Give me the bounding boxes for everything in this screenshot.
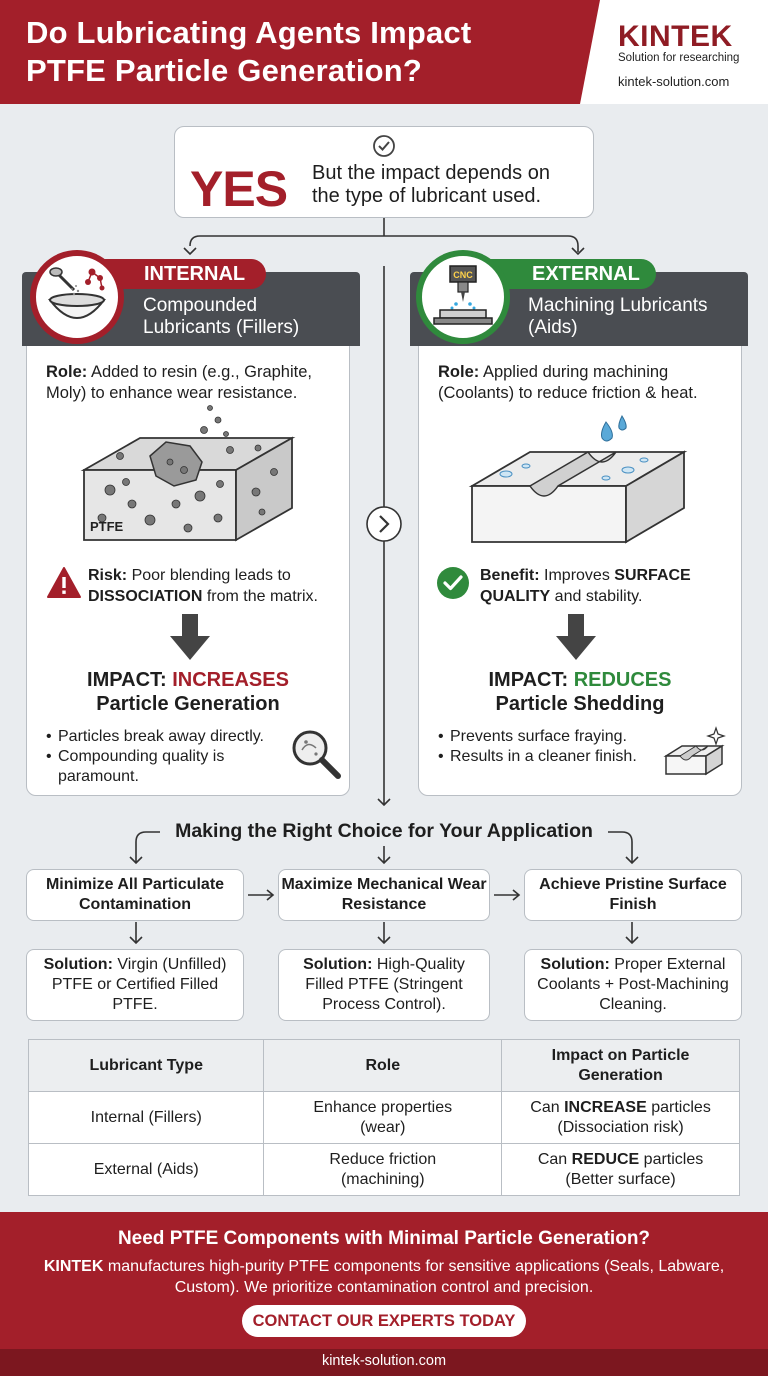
footer-url-link[interactable]: kintek-solution.com — [321, 1353, 447, 1369]
warning-icon — [47, 567, 81, 598]
internal-badge — [30, 250, 124, 344]
table-header: Impact on Particle Generation — [501, 1039, 740, 1092]
internal-role: Role: Added to resin (e.g., Graphite, Mo… — [46, 363, 312, 402]
table-row: External (Aids) Reduce friction (machini… — [27, 1143, 740, 1196]
solution-1: Solution: Virgin (Unfilled) PTFE or Cert… — [26, 949, 244, 1021]
footer-text: KINTEK manufactures high-purity PTFE com… — [43, 1258, 725, 1296]
external-bullets: Prevents surface fraying. Results in a c… — [438, 727, 688, 767]
down-arrow-icon — [170, 614, 210, 660]
mixing-bowl-icon — [47, 267, 107, 319]
logo-tagline: Solution for researching — [618, 52, 740, 64]
external-benefit: Benefit: Improves SURFACE QUALITY and st… — [480, 567, 691, 605]
down-arrow-icon — [556, 614, 596, 660]
logo-panel — [580, 0, 768, 104]
answer-yes: YES — [190, 161, 288, 217]
list-item: Particles break away directly. — [46, 727, 296, 747]
external-badge: CNC — [416, 250, 510, 344]
list-item: Prevents surface fraying. — [438, 727, 688, 747]
external-panel — [418, 300, 742, 796]
header-url-link[interactable]: kintek-solution.com — [618, 74, 730, 89]
table-cell: Can INCREASE particles (Dissociation ris… — [501, 1091, 740, 1144]
table-cell: Internal (Fillers) — [27, 1091, 265, 1144]
footer-title: Need PTFE Components with Minimal Partic… — [117, 1228, 651, 1249]
ptfe-label: PTFE — [90, 519, 124, 534]
footer-bar — [0, 1349, 768, 1376]
external-impact: IMPACT: REDUCES Particle Shedding — [488, 669, 672, 715]
table-header-row: Lubricant Type Role Impact on Particle G… — [27, 1039, 740, 1092]
solution-3: Solution: Proper External Coolants + Pos… — [524, 949, 742, 1021]
choice-title: Making the Right Choice for Your Applica… — [175, 820, 593, 842]
comparison-table: Lubricant Type Role Impact on Particle G… — [27, 1039, 740, 1196]
goal-minimize-contamination: Minimize All Particulate Contamination — [26, 869, 244, 921]
footer-banner — [0, 1212, 768, 1376]
goal-maximize-wear-resistance: Maximize Mechanical Wear Resistance — [278, 869, 490, 921]
list-item: Results in a cleaner finish. — [438, 747, 688, 767]
cnc-label: CNC — [453, 270, 473, 280]
table-cell: Enhance properties (wear) — [263, 1091, 503, 1144]
checkmark-circle-icon — [437, 567, 469, 599]
answer-text: But the impact depends on the type of lu… — [312, 162, 550, 207]
contact-experts-button[interactable]: CONTACT OUR EXPERTS TODAY — [242, 1305, 526, 1337]
table-row: Internal (Fillers) Enhance properties (w… — [27, 1091, 740, 1144]
table-cell: Reduce friction (machining) — [263, 1143, 503, 1196]
internal-panel — [26, 300, 350, 796]
solution-2: Solution: High-Quality Filled PTFE (Stri… — [278, 949, 490, 1021]
table-header: Role — [263, 1039, 503, 1092]
check-circle-icon — [373, 135, 395, 157]
internal-bullets: Particles break away directly. Compoundi… — [46, 727, 296, 787]
page-title: Do Lubricating Agents Impact PTFE Partic… — [26, 15, 472, 88]
goal-surface-finish: Achieve Pristine Surface Finish — [524, 869, 742, 921]
clean-part-icon — [663, 726, 726, 776]
machined-block-illustration — [468, 414, 688, 544]
magnifier-icon — [292, 730, 341, 779]
internal-impact: IMPACT: INCREASES Particle Generation — [87, 669, 289, 715]
external-subtitle: Machining Lubricants (Aids) — [528, 295, 708, 338]
internal-tag: INTERNAL — [96, 259, 266, 289]
answer-box — [174, 126, 594, 218]
internal-risk: Risk: Poor blending leads to DISSOCIATIO… — [88, 567, 318, 605]
external-role: Role: Applied during machining (Coolants… — [438, 363, 698, 402]
kintek-logo[interactable]: KINTEK — [618, 20, 733, 53]
table-cell: Can REDUCE particles (Better surface) — [501, 1143, 740, 1196]
list-item: Compounding quality is paramount. — [46, 747, 296, 787]
ptfe-block-illustration: PTFE — [80, 405, 296, 542]
cnc-machine-icon: CNC — [433, 265, 493, 325]
internal-subtitle: Compounded Lubricants (Fillers) — [143, 295, 300, 338]
table-header: Lubricant Type — [27, 1039, 265, 1092]
external-tag: EXTERNAL — [484, 259, 656, 289]
table-cell: External (Aids) — [27, 1143, 265, 1196]
